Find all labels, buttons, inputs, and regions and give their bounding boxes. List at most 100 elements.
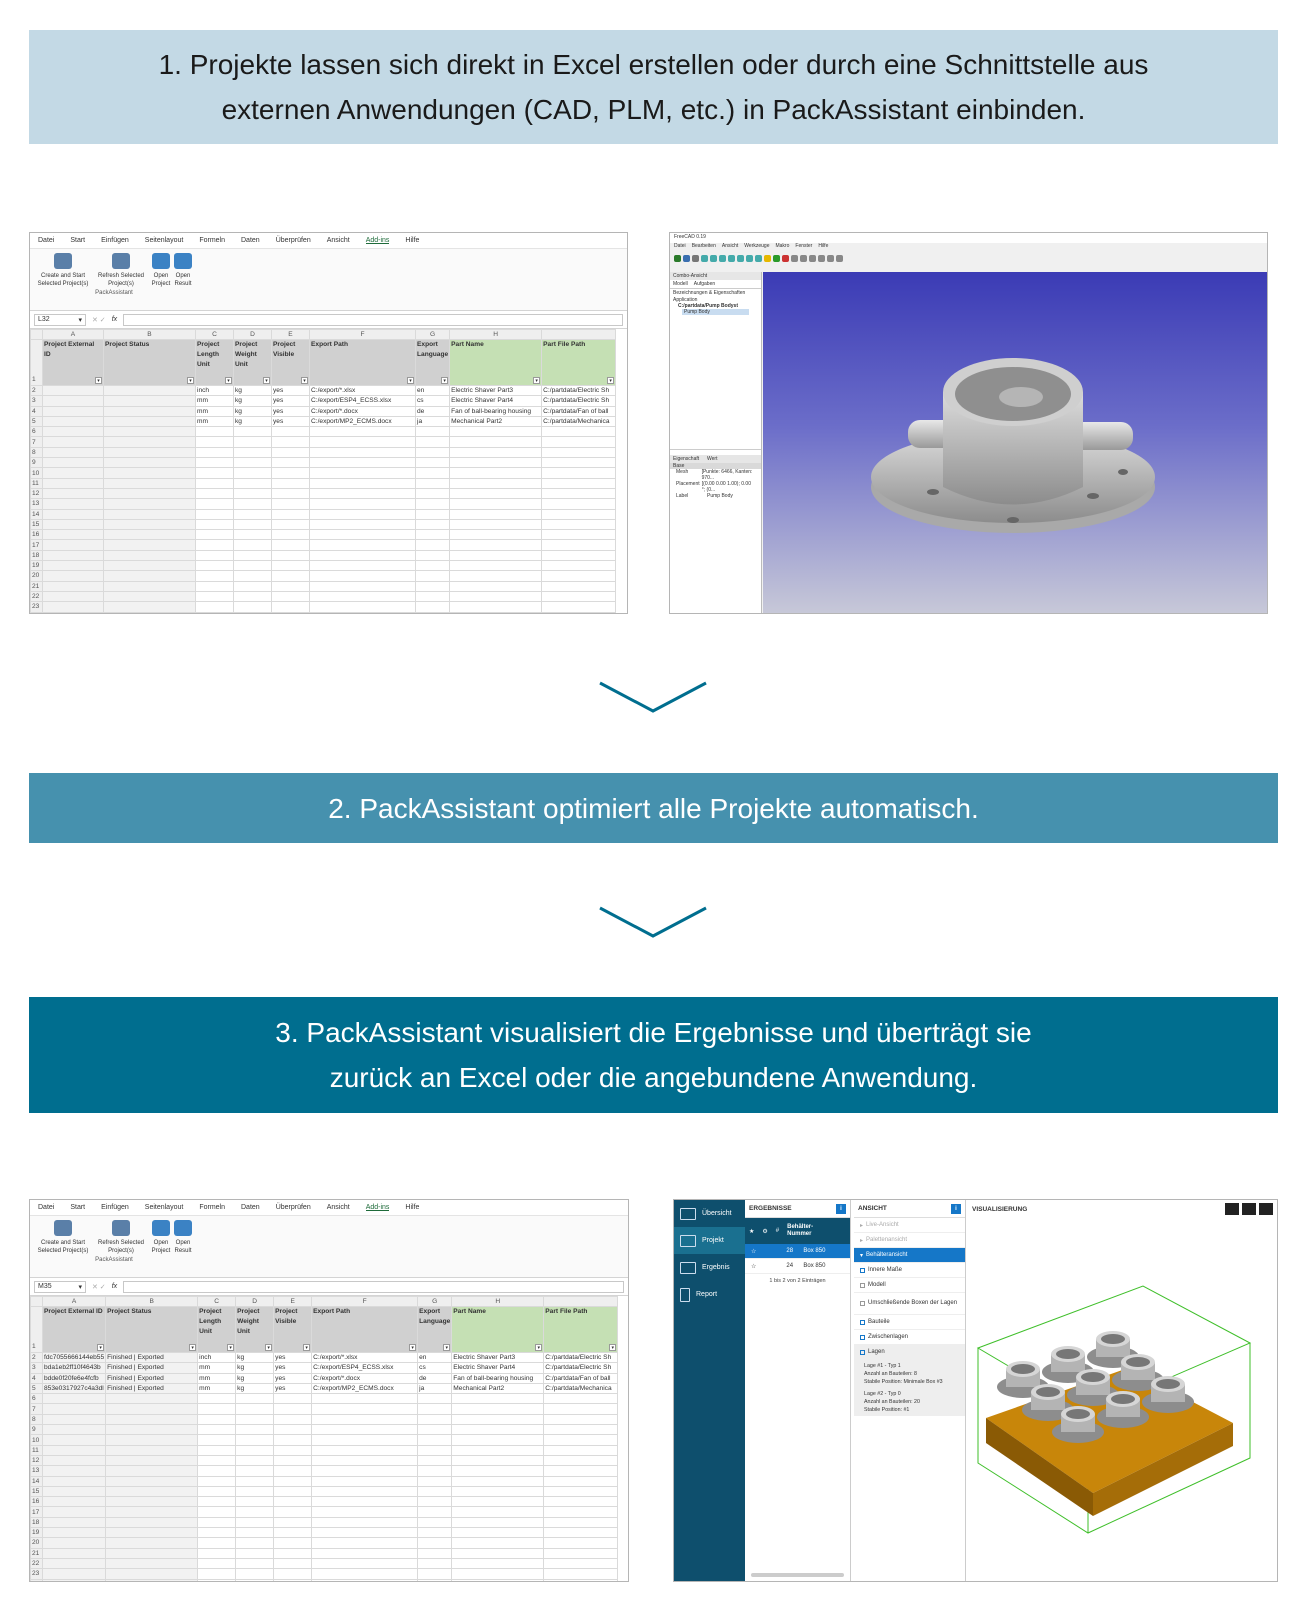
- cell[interactable]: [273, 1465, 313, 1477]
- filter-dropdown-icon[interactable]: ▾: [97, 1344, 105, 1351]
- cell[interactable]: [541, 601, 617, 613]
- cell[interactable]: [105, 1454, 199, 1467]
- tab-modell[interactable]: Modell: [673, 281, 688, 287]
- cell[interactable]: [449, 487, 543, 500]
- cell[interactable]: [271, 446, 310, 459]
- toolbar-icon[interactable]: [737, 254, 744, 262]
- cell[interactable]: [233, 467, 272, 479]
- cell[interactable]: [541, 549, 617, 562]
- star-icon[interactable]: ☆: [751, 1263, 757, 1270]
- cell[interactable]: [271, 508, 310, 520]
- cell[interactable]: [235, 1434, 275, 1446]
- cell[interactable]: [417, 1444, 453, 1456]
- cell[interactable]: [543, 1424, 619, 1436]
- ribbon-tab[interactable]: Überprüfen: [275, 237, 311, 244]
- row-header[interactable]: 20: [30, 1537, 43, 1549]
- cell[interactable]: [197, 1496, 237, 1508]
- cell[interactable]: [42, 426, 104, 438]
- column-header[interactable]: H: [451, 1296, 545, 1307]
- cell[interactable]: [414, 426, 451, 438]
- column-header[interactable]: E: [271, 329, 310, 340]
- cell[interactable]: [543, 1485, 619, 1498]
- cell[interactable]: C:/export/*.docx: [309, 405, 416, 417]
- cell[interactable]: [103, 560, 196, 572]
- cell[interactable]: [417, 1485, 453, 1498]
- cell[interactable]: [541, 570, 617, 582]
- cell[interactable]: [103, 518, 196, 531]
- menu-item[interactable]: Datei: [674, 243, 686, 249]
- cell[interactable]: kg: [233, 415, 272, 428]
- row-header[interactable]: 15: [30, 518, 43, 531]
- cell[interactable]: [309, 467, 416, 479]
- cell[interactable]: [233, 570, 272, 582]
- toolbar-icon[interactable]: [746, 254, 753, 262]
- row-header[interactable]: 18: [30, 549, 43, 562]
- cell[interactable]: [41, 1557, 107, 1570]
- cell[interactable]: [309, 446, 416, 459]
- cell[interactable]: [197, 1454, 237, 1467]
- cell[interactable]: [414, 518, 451, 531]
- cell[interactable]: de: [417, 1372, 453, 1384]
- column-header[interactable]: F: [311, 1296, 419, 1307]
- cell[interactable]: [42, 590, 104, 603]
- filter-dropdown-icon[interactable]: ▾: [265, 1344, 273, 1351]
- cell[interactable]: de: [414, 405, 451, 417]
- cell[interactable]: [42, 518, 104, 531]
- cell[interactable]: [197, 1444, 237, 1456]
- result-row[interactable]: ☆ 28 Box 850: [745, 1244, 850, 1259]
- toolbar-icon[interactable]: [728, 254, 735, 262]
- cell[interactable]: [195, 436, 234, 448]
- cell[interactable]: yes: [273, 1382, 313, 1395]
- cell[interactable]: Fan of ball-bearing housing: [449, 405, 543, 417]
- cell[interactable]: [105, 1557, 199, 1570]
- cell[interactable]: [197, 1485, 237, 1498]
- cell[interactable]: Electric Shaver Part3: [451, 1351, 545, 1364]
- cell[interactable]: kg: [235, 1351, 275, 1364]
- name-box[interactable]: L32▾: [34, 313, 86, 326]
- cell[interactable]: [41, 1393, 107, 1405]
- cell[interactable]: [309, 498, 416, 510]
- cell[interactable]: [41, 1506, 107, 1518]
- cell[interactable]: [309, 549, 416, 562]
- cell[interactable]: mm: [195, 415, 234, 428]
- cell[interactable]: [543, 1434, 619, 1446]
- scrollbar[interactable]: [751, 1573, 844, 1577]
- cell[interactable]: [233, 518, 272, 531]
- cell[interactable]: [311, 1537, 419, 1549]
- cell[interactable]: [414, 498, 451, 510]
- cell[interactable]: [42, 446, 104, 459]
- cell[interactable]: C:/export/*.xlsx: [309, 384, 416, 397]
- row-header[interactable]: 4: [30, 1372, 43, 1384]
- cell[interactable]: [311, 1413, 419, 1426]
- row-header[interactable]: 17: [30, 1506, 43, 1518]
- cell[interactable]: [543, 1393, 619, 1405]
- cell[interactable]: [271, 560, 310, 572]
- column-header[interactable]: E: [273, 1296, 313, 1307]
- cell[interactable]: [42, 405, 104, 417]
- cell[interactable]: [543, 1496, 619, 1508]
- ribbon-tab[interactable]: Ansicht: [326, 1204, 350, 1211]
- cell[interactable]: [451, 1506, 545, 1518]
- column-header[interactable]: F: [309, 329, 416, 340]
- cell[interactable]: [233, 446, 272, 459]
- ribbon-tab[interactable]: Ansicht: [326, 237, 350, 244]
- cell[interactable]: [105, 1413, 199, 1426]
- cell[interactable]: [449, 549, 543, 562]
- cell[interactable]: [417, 1578, 453, 1581]
- cell[interactable]: [449, 467, 543, 479]
- row-header[interactable]: 10: [30, 1434, 43, 1446]
- cell[interactable]: cs: [417, 1362, 453, 1374]
- cell[interactable]: [195, 601, 234, 613]
- cell[interactable]: [311, 1424, 419, 1436]
- cell[interactable]: [414, 570, 451, 582]
- cell[interactable]: [235, 1516, 275, 1529]
- star-icon[interactable]: ☆: [751, 1248, 757, 1255]
- cell[interactable]: [42, 539, 104, 551]
- cell[interactable]: [195, 487, 234, 500]
- cell[interactable]: [543, 1413, 619, 1426]
- cell[interactable]: [311, 1454, 419, 1467]
- cell[interactable]: [417, 1537, 453, 1549]
- cell[interactable]: [103, 426, 196, 438]
- filter-dropdown-icon[interactable]: ▾: [607, 377, 615, 384]
